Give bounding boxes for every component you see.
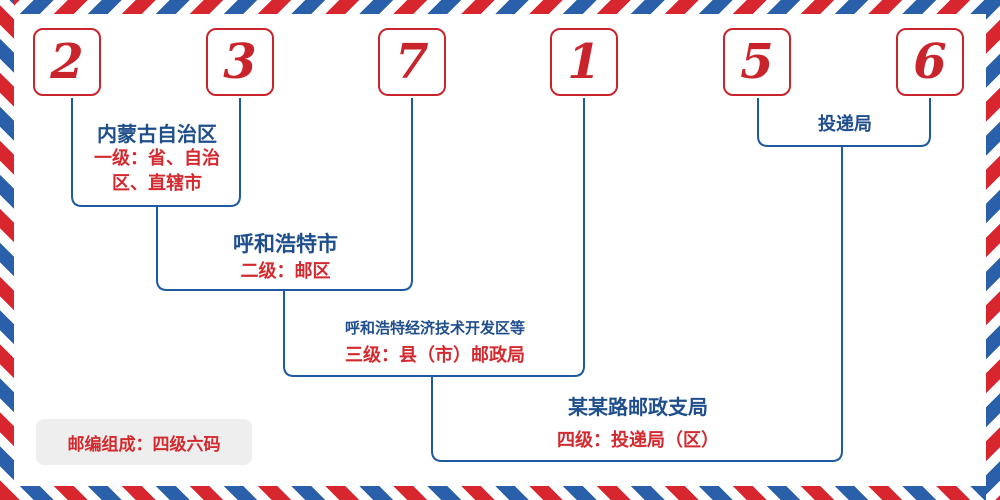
postal-digit-6: 6 xyxy=(896,28,964,96)
postal-digit-3: 7 xyxy=(378,28,446,96)
envelope-body xyxy=(14,14,986,486)
airmail-stripe-left xyxy=(0,0,14,500)
level-1-name: 内蒙古自治区 xyxy=(97,122,217,146)
level-1-description: 一级：省、自治区、直辖市 xyxy=(94,148,220,194)
level-4-name: 某某路邮政支局 xyxy=(568,395,708,419)
postal-digit-5: 5 xyxy=(723,28,791,96)
airmail-stripe-bottom xyxy=(0,486,1000,500)
bracket-delivery xyxy=(757,98,931,147)
postal-digit-1: 2 xyxy=(33,28,101,96)
level-2-name: 呼和浩特市 xyxy=(233,231,338,256)
level-3-description: 三级：县（市）邮政局 xyxy=(345,345,525,366)
airmail-stripe-top xyxy=(0,0,1000,14)
delivery-name: 投递局 xyxy=(818,114,872,135)
legend-text: 邮编组成：四级六码 xyxy=(67,434,221,455)
level-2-description: 二级：邮区 xyxy=(240,261,331,282)
level-3-name: 呼和浩特经济技术开发区等 xyxy=(344,319,525,337)
level-4-description: 四级：投递局（区） xyxy=(557,430,719,451)
bracket-level-4 xyxy=(431,146,843,462)
airmail-stripe-right xyxy=(986,0,1000,500)
postal-digit-4: 1 xyxy=(550,28,618,96)
postal-digit-2: 3 xyxy=(206,28,274,96)
bracket-level-3 xyxy=(283,98,585,377)
legend-box: 邮编组成：四级六码 xyxy=(36,419,252,465)
